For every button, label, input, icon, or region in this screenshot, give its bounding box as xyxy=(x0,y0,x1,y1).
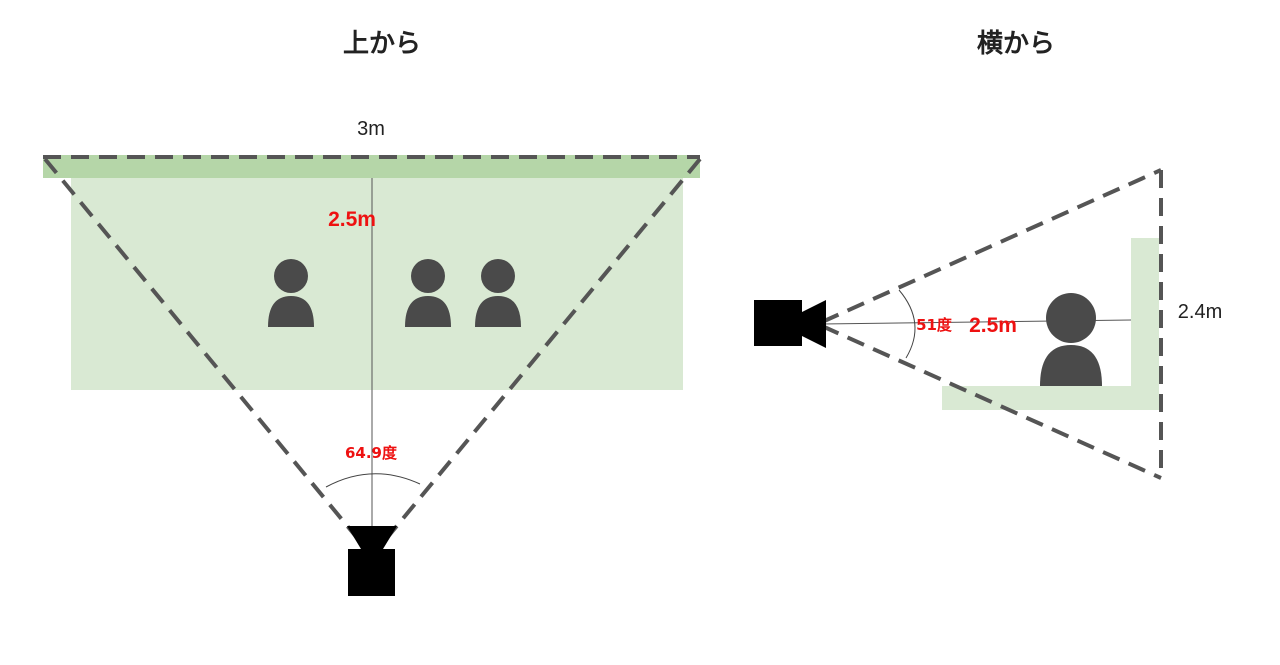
top-angle-label: 64.9度 xyxy=(345,444,398,462)
camera-icon xyxy=(347,526,397,596)
camera-icon xyxy=(754,300,826,348)
side-fov-triangle xyxy=(821,168,1163,480)
top-fov-triangle xyxy=(43,155,702,558)
top-angle-arc xyxy=(325,473,421,488)
side-angle-arc xyxy=(898,289,916,359)
top-far-wall xyxy=(43,155,700,178)
person-icon xyxy=(1040,293,1102,386)
side-wall-floor xyxy=(942,238,1159,410)
person-icon xyxy=(405,259,451,327)
side-view-title: 横から xyxy=(977,29,1055,59)
top-distance-label: 2.5m xyxy=(328,208,376,231)
top-width-label: 3m xyxy=(357,118,385,140)
side-view: 横から 51度 2.5m 2.4m xyxy=(754,29,1222,480)
side-angle-label: 51度 xyxy=(916,316,953,334)
side-distance-label: 2.5m xyxy=(969,314,1017,337)
person-icon xyxy=(268,259,314,327)
top-room-area xyxy=(71,178,683,390)
top-view-title: 上から xyxy=(343,29,421,59)
person-icon xyxy=(475,259,521,327)
side-height-label: 2.4m xyxy=(1178,301,1222,323)
top-view: 上から 3m 2.5m 64.9度 xyxy=(43,29,702,596)
